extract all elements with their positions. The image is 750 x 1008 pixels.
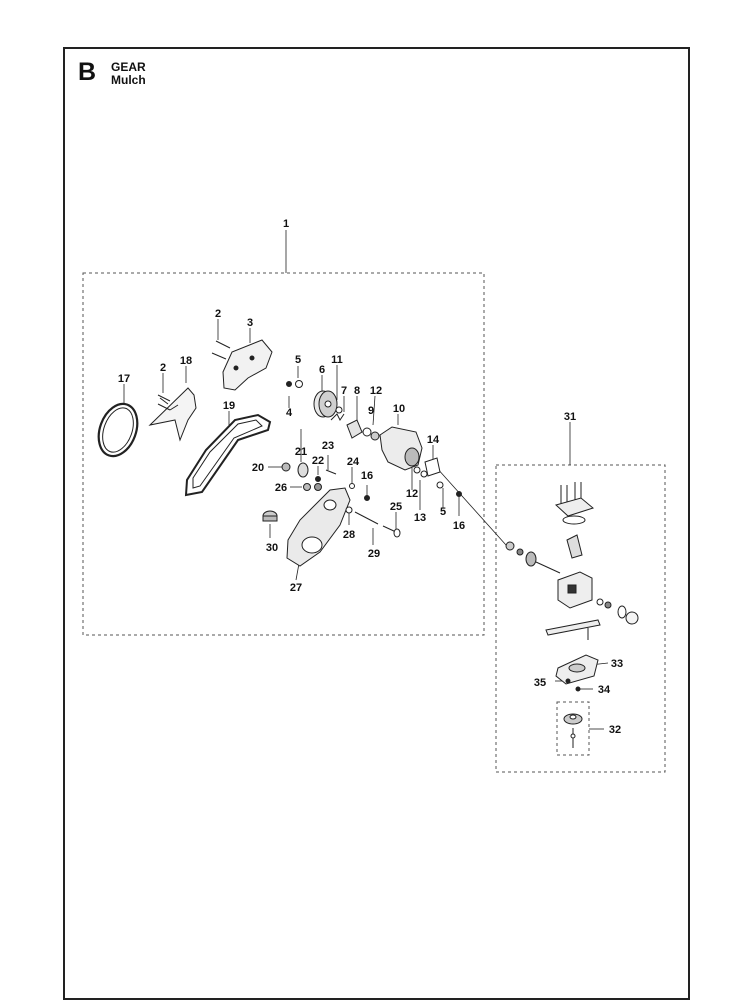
section-heading: GEAR Mulch bbox=[111, 61, 146, 87]
callout-12a: 12 bbox=[370, 385, 382, 397]
callout-33: 33 bbox=[611, 658, 623, 670]
callout-12b: 12 bbox=[406, 488, 418, 500]
callout-31: 31 bbox=[564, 411, 576, 423]
callout-16b: 16 bbox=[453, 520, 465, 532]
callout-25: 25 bbox=[390, 501, 402, 513]
callout-2a: 2 bbox=[215, 308, 221, 320]
section-title: GEAR bbox=[111, 60, 146, 74]
callout-13: 13 bbox=[414, 512, 426, 524]
callout-26: 26 bbox=[275, 482, 287, 494]
callout-1: 1 bbox=[283, 218, 289, 230]
callout-29: 29 bbox=[368, 548, 380, 560]
callout-16a: 16 bbox=[361, 470, 373, 482]
callout-23: 23 bbox=[322, 440, 334, 452]
callout-3: 3 bbox=[247, 317, 253, 329]
section-subtitle: Mulch bbox=[111, 73, 146, 87]
leader-lines bbox=[123, 230, 609, 730]
parts-drawing bbox=[97, 339, 639, 748]
callout-8: 8 bbox=[354, 385, 360, 397]
callout-19: 19 bbox=[223, 400, 235, 412]
assembly-31-box bbox=[495, 464, 666, 773]
callout-21: 21 bbox=[295, 446, 307, 458]
callout-7: 7 bbox=[341, 385, 347, 397]
callout-9: 9 bbox=[368, 405, 374, 417]
assembly-1-box bbox=[82, 272, 485, 636]
section-letter: B bbox=[78, 58, 97, 86]
callout-22: 22 bbox=[312, 455, 324, 467]
callout-35: 35 bbox=[534, 677, 546, 689]
callout-6: 6 bbox=[319, 364, 325, 376]
page-frame bbox=[63, 47, 690, 1000]
callout-14: 14 bbox=[427, 434, 440, 446]
callout-30: 30 bbox=[266, 542, 278, 554]
callout-28: 28 bbox=[343, 529, 355, 541]
callout-2b: 2 bbox=[160, 362, 166, 374]
callout-20: 20 bbox=[252, 462, 264, 474]
callout-27: 27 bbox=[290, 582, 302, 594]
callout-numbers: 1 2 3 5 11 18 2 6 17 7 8 12 19 4 9 10 14… bbox=[118, 218, 623, 736]
callout-4: 4 bbox=[286, 407, 293, 419]
callout-34: 34 bbox=[598, 684, 611, 696]
callout-32: 32 bbox=[609, 724, 621, 736]
callout-11: 11 bbox=[331, 354, 343, 366]
callout-5b: 5 bbox=[440, 506, 446, 518]
callout-17: 17 bbox=[118, 373, 130, 385]
callout-10: 10 bbox=[393, 403, 405, 415]
callout-18: 18 bbox=[180, 355, 192, 367]
callout-5a: 5 bbox=[295, 354, 301, 366]
callout-24: 24 bbox=[347, 456, 360, 468]
